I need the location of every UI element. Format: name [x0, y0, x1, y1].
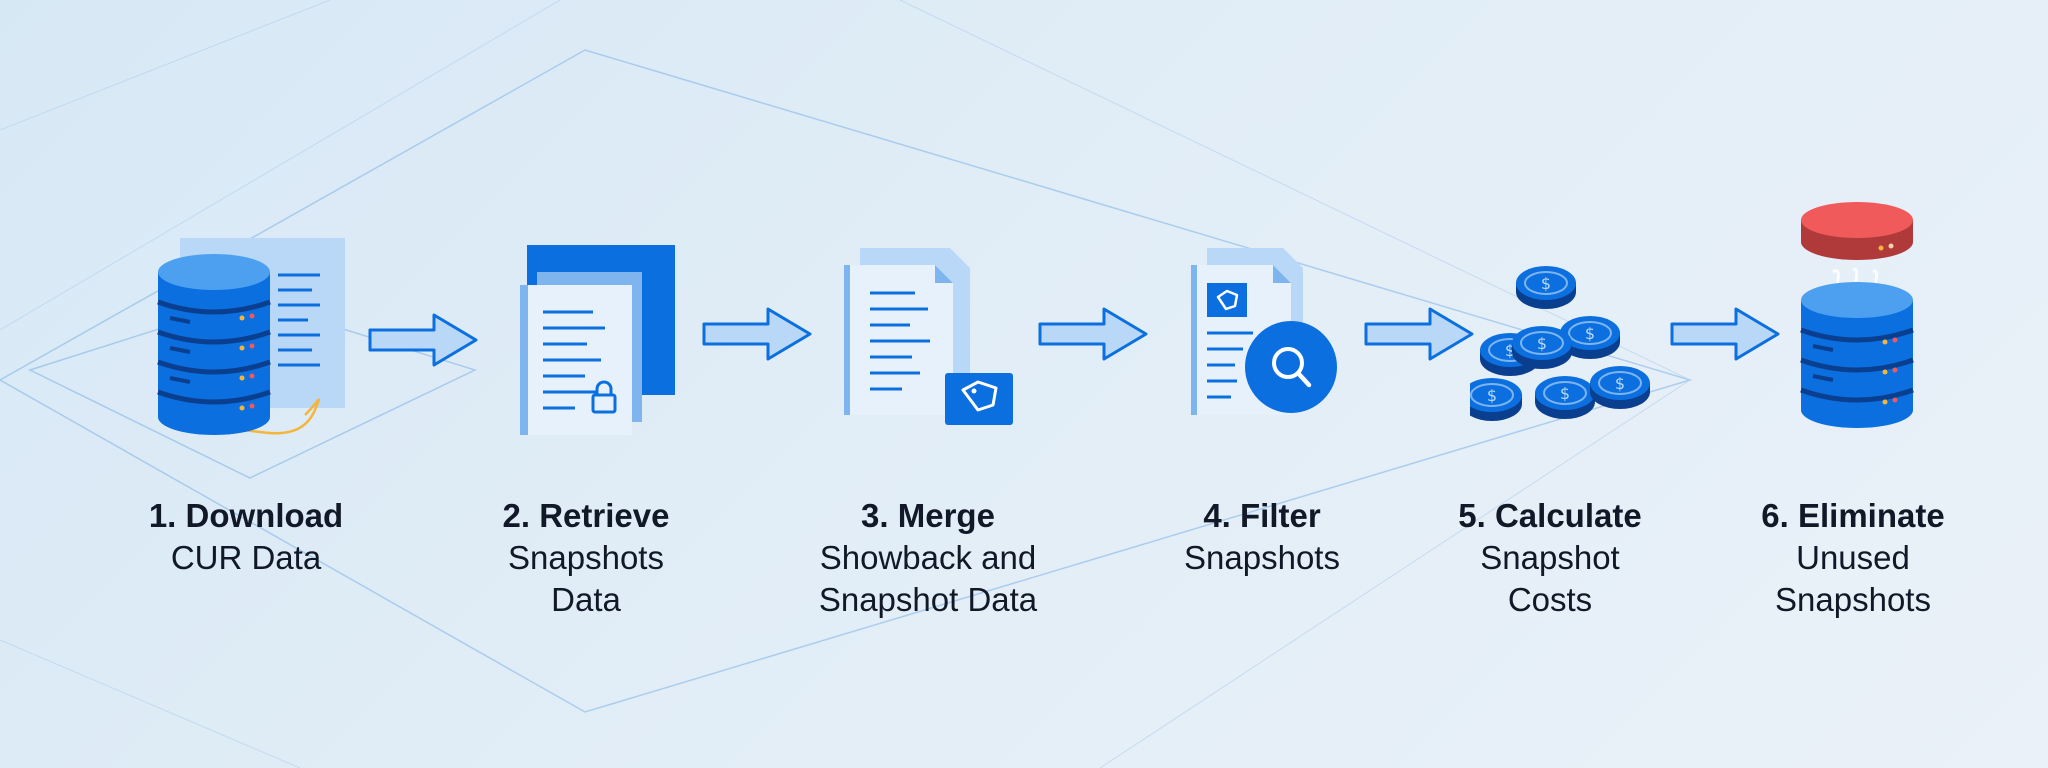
step-description: CUR Data: [170, 539, 322, 576]
arrow-right-icon: [368, 313, 478, 367]
step-title: 4. Filter: [1203, 497, 1321, 534]
step-description: Unused Snapshots: [1775, 539, 1931, 618]
step-label-download: 1. Download CUR Data: [96, 495, 396, 579]
step-label-filter: 4. Filter Snapshots: [1112, 495, 1412, 579]
arrow-right-icon: [1364, 307, 1474, 361]
step-description: Snapshots Data: [508, 539, 664, 618]
step-description: Snapshot Costs: [1480, 539, 1620, 618]
step-description: Showback and Snapshot Data: [818, 539, 1038, 618]
step-title: 5. Calculate: [1458, 497, 1642, 534]
step-label-retrieve: 2. Retrieve Snapshots Data: [436, 495, 736, 621]
database-document-icon: [157, 238, 345, 435]
search-document-icon: [1191, 248, 1337, 415]
step-description: Snapshots: [1184, 539, 1340, 576]
step-label-merge: 3. Merge Showback and Snapshot Data: [778, 495, 1078, 621]
step-label-calculate: 5. Calculate Snapshot Costs: [1400, 495, 1700, 621]
locked-documents-icon: [520, 245, 675, 435]
step-title: 6. Eliminate: [1761, 497, 1945, 534]
step-title: 1. Download: [148, 497, 344, 534]
step-title: 2. Retrieve: [502, 497, 670, 534]
arrow-right-icon: [1670, 307, 1780, 361]
database-remove-icon: [1800, 202, 1914, 428]
step-title: 3. Merge: [861, 497, 995, 534]
arrow-right-icon: [702, 307, 812, 361]
step-label-eliminate: 6. Eliminate Unused Snapshots: [1703, 495, 2003, 621]
arrow-right-icon: [1038, 307, 1148, 361]
coins-icon: $: [1470, 265, 1651, 422]
tagged-document-icon: [844, 248, 1013, 425]
